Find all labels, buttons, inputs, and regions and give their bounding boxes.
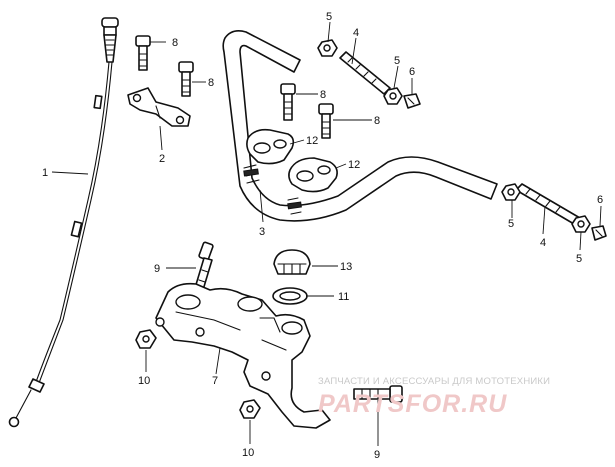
upper-holder-left bbox=[246, 128, 295, 165]
nut-5-right-a bbox=[501, 183, 521, 201]
callout-13: 13 bbox=[340, 261, 352, 273]
upper-holder-right bbox=[288, 157, 338, 193]
callout-6-top: 6 bbox=[409, 66, 415, 78]
nut-5-right-b bbox=[571, 215, 591, 233]
callout-9-a: 9 bbox=[154, 263, 160, 275]
stud-4-right bbox=[515, 183, 581, 225]
cable-line bbox=[35, 61, 110, 383]
lower-holder-7 bbox=[155, 282, 331, 429]
nut-5-top-b bbox=[383, 87, 403, 105]
bolt-8-b bbox=[178, 61, 194, 97]
callout-3: 3 bbox=[259, 226, 265, 238]
cable-end-sleeve bbox=[28, 378, 45, 393]
callout-8-c: 8 bbox=[320, 89, 326, 101]
clip-6-right bbox=[591, 225, 607, 241]
callout-4-right: 4 bbox=[540, 237, 546, 249]
bolt-8-c bbox=[280, 83, 296, 121]
watermark: ЗАПЧАСТИ И АКСЕССУАРЫ ДЛЯ МОТОТЕХНИКИ PA… bbox=[318, 376, 550, 418]
callout-10-a: 10 bbox=[138, 375, 150, 387]
clip-6-top bbox=[403, 93, 421, 109]
cable-top-fitting bbox=[103, 26, 117, 36]
watermark-logo: PARTSFOR.RU bbox=[318, 390, 507, 418]
callout-5-top-b: 5 bbox=[394, 55, 400, 67]
nut-10-a bbox=[135, 329, 157, 349]
callout-8-b: 8 bbox=[208, 77, 214, 89]
washer-11 bbox=[272, 287, 308, 305]
cap-nut-13 bbox=[273, 249, 311, 275]
callout-12-a: 12 bbox=[306, 135, 318, 147]
callout-8-d: 8 bbox=[374, 115, 380, 127]
callout-10-b: 10 bbox=[242, 447, 254, 459]
callout-5-right-b: 5 bbox=[576, 253, 582, 265]
callout-6-right: 6 bbox=[597, 194, 603, 206]
handlebar-part bbox=[222, 30, 498, 222]
bolt-8-d bbox=[318, 103, 334, 139]
bracket-part bbox=[127, 87, 191, 127]
callout-4-top: 4 bbox=[353, 27, 359, 39]
bolt-8-a bbox=[135, 35, 151, 71]
bracket-plate bbox=[127, 87, 191, 127]
cable-adjuster bbox=[103, 34, 117, 63]
callout-labels: 1 2 3 4 4 5 5 5 5 6 6 7 8 8 8 8 9 9 10 1… bbox=[42, 11, 603, 461]
callout-8-a: 8 bbox=[172, 37, 178, 49]
stud-4-top bbox=[339, 51, 391, 95]
cable-top-knob bbox=[101, 17, 119, 28]
callout-2: 2 bbox=[159, 153, 165, 165]
callout-12-b: 12 bbox=[348, 159, 360, 171]
callout-5-top-a: 5 bbox=[326, 11, 332, 23]
nut-5-top-a bbox=[317, 39, 338, 57]
callout-9-b: 9 bbox=[374, 449, 380, 461]
callout-7: 7 bbox=[212, 375, 218, 387]
watermark-text: ЗАПЧАСТИ И АКСЕССУАРЫ ДЛЯ МОТОТЕХНИКИ bbox=[318, 376, 550, 387]
callout-5-right-a: 5 bbox=[508, 218, 514, 230]
lower-holder-body bbox=[155, 282, 331, 429]
handlebar-tube bbox=[222, 30, 498, 222]
cable-end-nipple bbox=[8, 416, 20, 428]
bolt-9-b bbox=[353, 385, 403, 403]
callout-1: 1 bbox=[42, 167, 48, 179]
leader-lines bbox=[51, 21, 602, 446]
nut-10-b bbox=[239, 399, 261, 419]
cable-part bbox=[8, 17, 119, 428]
callout-11: 11 bbox=[338, 291, 349, 303]
